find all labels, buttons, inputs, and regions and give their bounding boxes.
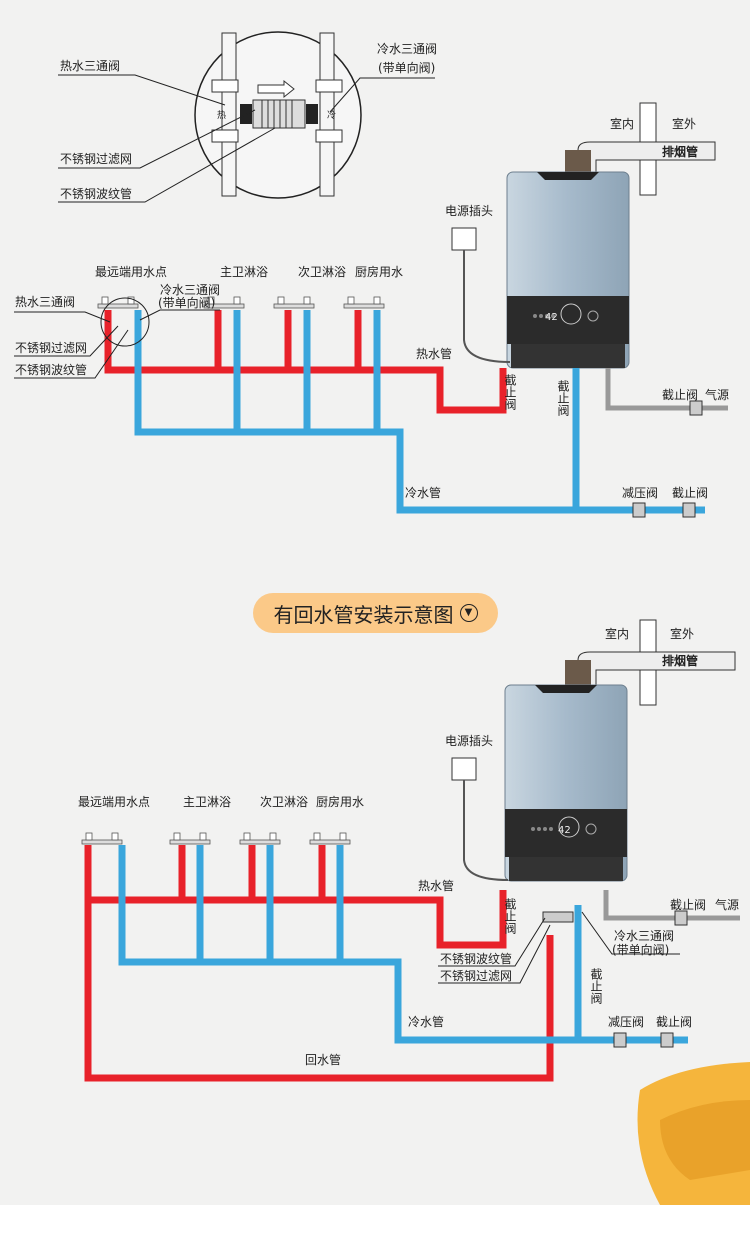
section-banner: 有回水管安装示意图 ▼: [253, 593, 498, 633]
label-bellows: 不锈钢波纹管: [60, 186, 132, 201]
label-check-valve: (带单向阀): [378, 60, 435, 75]
label-return-pipe: 回水管: [305, 1052, 341, 1067]
farthest-basin: [81, 832, 123, 845]
power-socket-icon: [451, 757, 477, 781]
label-master-shower: 主卫淋浴: [220, 265, 268, 279]
label-hot-tee: 热水三通阀: [60, 59, 120, 73]
label-second-shower: 次卫淋浴: [298, 265, 346, 279]
banner-title: 有回水管安装示意图: [273, 602, 454, 627]
label-kitchen: 厨房用水: [316, 794, 364, 809]
label-indoor: 室内: [605, 626, 629, 641]
second-shower-fixture: [273, 296, 315, 309]
label-cold-tee: 冷水三通阀: [614, 929, 674, 943]
label-hot-pipe: 热水管: [418, 878, 454, 893]
cold-pipes: [118, 845, 688, 1044]
power-cord: [463, 250, 511, 363]
label-master-shower: 主卫淋浴: [183, 795, 231, 809]
heater-display: 42: [545, 312, 558, 323]
bellows-icon: [542, 911, 574, 923]
hot-pipes: [84, 845, 554, 1082]
label-filter: 不锈钢过滤网: [60, 152, 132, 166]
label-check-valve: (带单向阀): [612, 942, 669, 957]
cold-pipes: [134, 310, 705, 514]
hot-mark: 热: [217, 109, 226, 121]
diagram-with-return: 室内 室外 排烟管 42 电源插头 最远端用水点: [78, 619, 740, 1082]
label-gas-stop-valve: 截止阀: [670, 898, 706, 912]
label-pressure-valve: 减压阀: [622, 486, 658, 500]
label-outdoor: 室外: [672, 116, 696, 131]
power-cord: [463, 780, 509, 881]
label-cold-stop-valve: 截止阀: [589, 968, 603, 1005]
label-outdoor: 室外: [670, 626, 694, 641]
label-filter: 不锈钢过滤网: [15, 341, 87, 355]
label-gas-stop-valve: 截止阀: [662, 388, 698, 402]
label-farthest-point: 最远端用水点: [95, 265, 167, 279]
label-cold-tee: 冷水三通阀: [377, 42, 437, 56]
gas-stop-valve-icon: [689, 400, 703, 416]
cold-mark: 冷: [327, 109, 336, 121]
flue-pipe: [577, 651, 736, 686]
label-hot-stop-valve: 截止阀: [503, 374, 517, 411]
label-bellows: 不锈钢波纹管: [15, 362, 87, 377]
diagram-no-return: 室内 室外 排烟管 42 电源插头: [14, 102, 729, 518]
label-cold-stop-valve: 截止阀: [556, 380, 570, 417]
label-pressure-valve: 减压阀: [608, 1015, 644, 1029]
second-shower-fixture: [239, 832, 281, 845]
bottom-strip: [0, 1205, 750, 1237]
master-shower-fixture: [169, 832, 211, 845]
flow-arrow-icon: [257, 79, 295, 99]
label-hot-stop-valve: 截止阀: [503, 898, 517, 935]
label-main-stop-valve: 截止阀: [672, 486, 708, 500]
label-main-stop-valve: 截止阀: [656, 1015, 692, 1029]
flue-pipe: [577, 141, 716, 173]
hot-pipes: [104, 310, 507, 414]
label-flue: 排烟管: [662, 653, 698, 668]
stop-valve-icon: [660, 1032, 674, 1048]
flue-elbow: [565, 150, 591, 172]
water-heater: [506, 171, 630, 369]
label-gas-source: 气源: [705, 387, 729, 402]
pressure-valve-icon: [632, 502, 646, 518]
gas-stop-valve-icon: [674, 910, 688, 926]
label-flue: 排烟管: [662, 144, 698, 159]
label-farthest-point: 最远端用水点: [78, 795, 150, 809]
label-kitchen: 厨房用水: [355, 264, 403, 279]
gas-pipe: [603, 890, 740, 921]
label-cold-pipe: 冷水管: [408, 1014, 444, 1029]
kitchen-fixture: [309, 832, 351, 845]
kitchen-fixture: [343, 296, 385, 309]
label-hot-tee: 热水三通阀: [15, 295, 75, 309]
label-filter: 不锈钢过滤网: [440, 969, 512, 983]
label-check-valve: (带单向阀): [158, 295, 215, 310]
water-heater: [504, 684, 628, 882]
gas-pipe: [605, 368, 728, 411]
label-hot-pipe: 热水管: [416, 346, 452, 361]
label-cold-tee: 冷水三通阀: [160, 283, 220, 297]
stop-valve-icon: [682, 502, 696, 518]
decorative-shadow: [660, 1100, 750, 1180]
chevron-down-circle-icon: ▼: [459, 604, 478, 622]
heater-display: 42: [558, 825, 571, 836]
label-power-plug: 电源插头: [445, 204, 493, 218]
label-cold-pipe: 冷水管: [405, 485, 441, 500]
detail-circle: [100, 297, 150, 347]
label-indoor: 室内: [610, 116, 634, 131]
label-gas-source: 气源: [715, 897, 739, 912]
detail-magnifier: 热 冷 热水三通阀 不锈钢过滤网 不锈钢波纹管 冷水三通阀 (带单向阀): [58, 31, 437, 203]
label-power-plug: 电源插头: [445, 734, 493, 748]
flue-elbow: [565, 660, 591, 685]
label-bellows: 不锈钢波纹管: [440, 951, 512, 966]
power-socket-icon: [451, 227, 477, 251]
pressure-valve-icon: [613, 1032, 627, 1048]
label-second-shower: 次卫淋浴: [260, 795, 308, 809]
